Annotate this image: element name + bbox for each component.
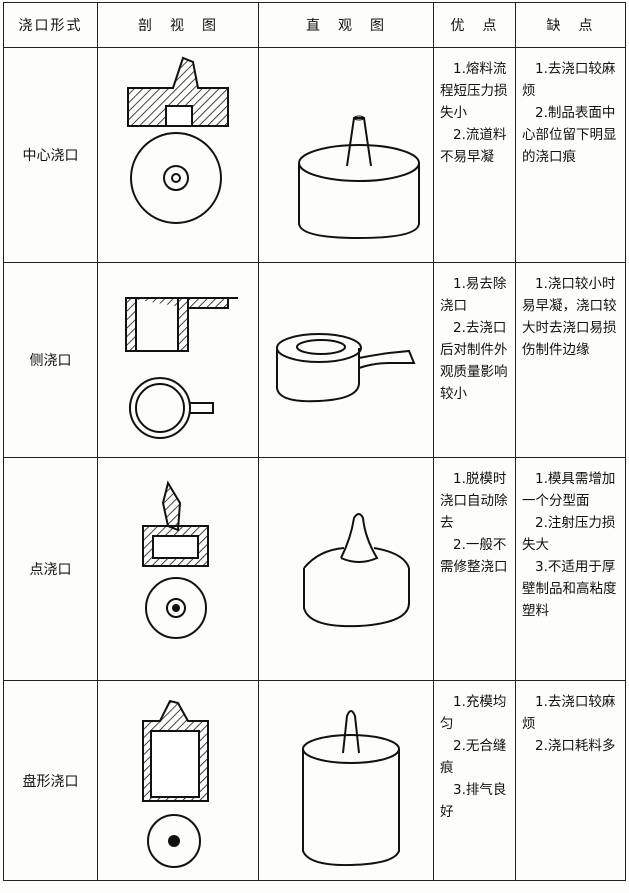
disadvantage-item: 3.不适用于厚壁制品和高粘度塑料 (522, 559, 617, 619)
advantage-item: 1.易去除浇口 (440, 276, 507, 314)
gate-comparison-table: 浇口形式 剖 视 图 直 观 图 优 点 缺 点 中心浇口 1.熔料流程短压力损… (3, 2, 626, 881)
disadvantage-item: 2.注射压力损失大 (522, 515, 616, 553)
perspective-drawing-pin-gate (258, 457, 434, 681)
advantages-cell: 1.熔料流程短压力损失小 2.流道料不易早凝 (433, 47, 516, 263)
header-row: 浇口形式 剖 视 图 直 观 图 优 点 缺 点 (3, 2, 626, 48)
header-perspective-view: 直 观 图 (258, 2, 434, 48)
gate-name: 盘形浇口 (3, 680, 98, 881)
header-gate-type: 浇口形式 (3, 2, 98, 48)
perspective-drawing-center-gate (258, 47, 434, 263)
table-row: 点浇口 1.脱模时浇口自动除去 2.一般不需修整浇口 1.模具需增加一个分型面 2.… (3, 457, 626, 681)
gate-name: 侧浇口 (3, 262, 98, 458)
advantage-item: 2.流道料不易早凝 (440, 127, 507, 165)
advantage-item: 2.去浇口后对制件外观质量影响较小 (440, 320, 508, 402)
advantage-item: 2.无合缝痕 (440, 738, 507, 776)
perspective-drawing-side-gate (258, 262, 434, 458)
header-advantages: 优 点 (433, 2, 516, 48)
header-disadvantages: 缺 点 (515, 2, 626, 48)
advantage-item: 1.熔料流程短压力损失小 (440, 61, 508, 121)
disadvantage-item: 1.去浇口较麻烦 (522, 61, 616, 99)
header-section-view: 剖 视 图 (97, 2, 259, 48)
disadvantages-cell: 1.去浇口较麻烦 2.制品表面中心部位留下明显的浇口痕 (515, 47, 626, 263)
table-row: 盘形浇口 1.充模均匀 2.无合缝痕 3.排气良好 1.去浇口较麻烦 2.浇口耗料多 (3, 680, 626, 881)
disadvantage-item: 1.浇口较小时易早凝，浇口较大时去浇口易损伤制件边缘 (522, 276, 617, 358)
advantages-cell: 1.充模均匀 2.无合缝痕 3.排气良好 (433, 680, 516, 881)
disadvantage-item: 1.去浇口较麻烦 (522, 694, 616, 732)
table-row: 中心浇口 1.熔料流程短压力损失小 2.流道料不易早凝 1.去浇口较麻烦 2.制品表… (3, 47, 626, 263)
disadvantage-item: 1.模具需增加一个分型面 (522, 471, 616, 509)
section-drawing-side-gate (97, 262, 259, 458)
advantage-item: 2.一般不需修整浇口 (440, 537, 508, 575)
disadvantages-cell: 1.浇口较小时易早凝，浇口较大时去浇口易损伤制件边缘 (515, 262, 626, 458)
advantage-item: 1.脱模时浇口自动除去 (440, 471, 508, 531)
disadvantages-cell: 1.模具需增加一个分型面 2.注射压力损失大 3.不适用于厚壁制品和高粘度塑料 (515, 457, 626, 681)
advantage-item: 1.充模均匀 (440, 694, 507, 732)
gate-name: 点浇口 (3, 457, 98, 681)
section-drawing-pin-gate (97, 457, 259, 681)
disadvantages-cell: 1.去浇口较麻烦 2.浇口耗料多 (515, 680, 626, 881)
disadvantage-item: 2.浇口耗料多 (535, 738, 616, 754)
disadvantage-item: 2.制品表面中心部位留下明显的浇口痕 (522, 105, 617, 165)
section-drawing-disc-gate (97, 680, 259, 881)
advantage-item: 3.排气良好 (440, 782, 507, 820)
table-row: 侧浇口 1.易去除浇口 2.去浇口后对制件外观质量影响较小 1.浇口较小时易早凝，… (3, 262, 626, 458)
section-drawing-center-gate (97, 47, 259, 263)
advantages-cell: 1.易去除浇口 2.去浇口后对制件外观质量影响较小 (433, 262, 516, 458)
advantages-cell: 1.脱模时浇口自动除去 2.一般不需修整浇口 (433, 457, 516, 681)
gate-name: 中心浇口 (3, 47, 98, 263)
perspective-drawing-disc-gate (258, 680, 434, 881)
